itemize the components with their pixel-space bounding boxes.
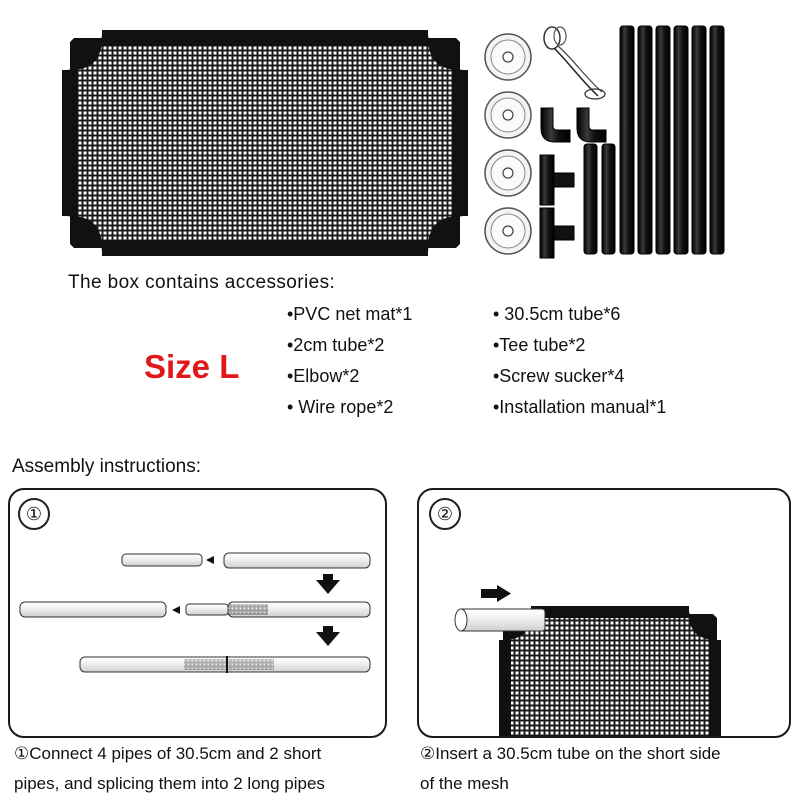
arrow-down-icon: [316, 626, 340, 646]
accessory-item: • 30.5cm tube*6: [493, 304, 621, 324]
accessory-item: •Screw sucker*4: [493, 366, 625, 386]
assembly-heading: Assembly instructions:: [12, 456, 202, 477]
arrow-right-icon: [172, 606, 180, 614]
arrow-right-icon: [481, 585, 511, 602]
arrow-down-icon: [316, 574, 340, 594]
screw-sucker-icon: [484, 91, 532, 139]
long-tube-icon: [619, 25, 725, 255]
accessory-item: •PVC net mat*1: [287, 304, 413, 324]
accessory-item: •Tee tube*2: [493, 335, 586, 355]
size-label: Size L: [144, 348, 240, 385]
step-2-panel: ②: [417, 488, 791, 738]
accessory-item: •Installation manual*1: [493, 397, 667, 417]
accessory-item: •Elbow*2: [287, 366, 360, 386]
screw-sucker-icon: [484, 149, 532, 197]
step-2-caption-line: ②Insert a 30.5cm tube on the short side: [420, 744, 721, 763]
elbow-tube-icon: [540, 107, 571, 143]
arrow-right-icon: [206, 556, 214, 564]
accessory-item: •2cm tube*2: [287, 335, 385, 355]
pipe-assembly-diagram: [19, 552, 371, 673]
short-tube-icon: [583, 143, 616, 255]
step-1-caption-line: ①Connect 4 pipes of 30.5cm and 2 short: [14, 744, 322, 763]
wire-rope-icon: [543, 26, 606, 100]
net-mat-illustration: [62, 30, 468, 256]
step-2-caption-line: of the mesh: [420, 774, 509, 793]
mesh-insertion-diagram: [454, 585, 721, 736]
tee-tube-icon: [539, 207, 575, 259]
step-1-panel: ①: [8, 488, 387, 738]
elbow-tube-icon: [576, 107, 607, 143]
accessory-item: • Wire rope*2: [287, 397, 394, 417]
short-tube-icon: [454, 608, 546, 632]
screw-sucker-icon: [484, 33, 532, 81]
step-1-caption-line: pipes, and splicing them into 2 long pip…: [14, 774, 325, 793]
screw-sucker-icon: [484, 207, 532, 255]
contents-heading: The box contains accessories:: [68, 272, 336, 293]
step-number: ②: [429, 498, 461, 530]
step-number: ①: [18, 498, 50, 530]
tee-tube-icon: [539, 154, 575, 206]
